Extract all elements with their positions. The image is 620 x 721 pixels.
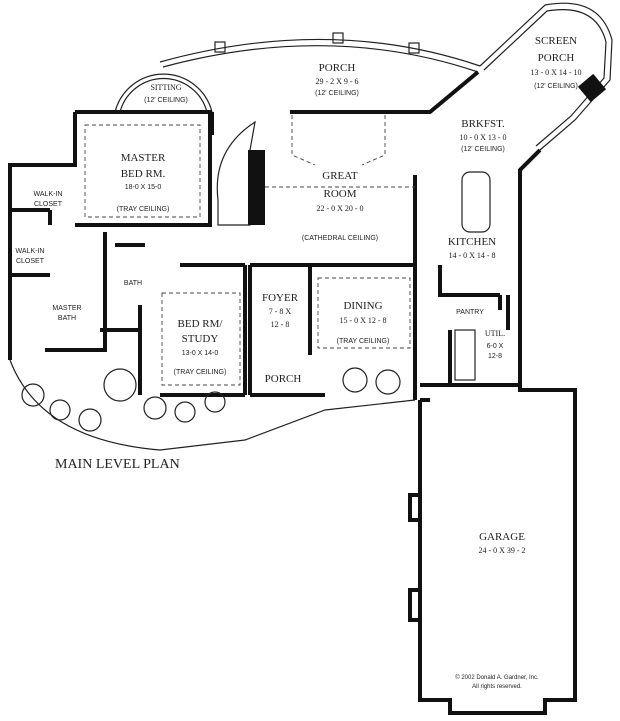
study-tray-outline: [161, 292, 241, 386]
room-name: BRKFST.: [461, 118, 505, 130]
room-note: (TRAY CEILING): [117, 206, 170, 213]
room-name: KITCHEN: [448, 236, 496, 248]
room-name: BATH: [58, 315, 76, 322]
room-screen-porch: SCREEN PORCH 13 - 0 X 14 - 10 (12' CEILI…: [530, 35, 581, 90]
room-name: ROOM: [323, 188, 356, 200]
room-util: UTIL. 6-0 X 12-8: [485, 329, 505, 360]
room-dims: 12 - 8: [271, 320, 290, 329]
room-brkfst: BRKFST. 10 - 0 X 13 - 0 (12' CEILING): [459, 118, 506, 153]
porch-column: [214, 41, 226, 53]
porch-arc: [159, 38, 481, 67]
room-kitchen: KITCHEN 14 - 0 X 14 - 8: [448, 236, 496, 260]
room-front-porch: PORCH: [265, 373, 302, 385]
great-room-ceiling: [265, 115, 415, 188]
room-name: GREAT: [322, 170, 358, 182]
room-bed-study: BED RM/ STUDY 13-0 X 14-0 (TRAY CEILING): [174, 318, 227, 376]
room-name: SCREEN: [535, 35, 577, 47]
room-walk-in-closet-1: WALK-IN CLOSET: [34, 191, 63, 208]
main-outer-walls: [8, 70, 577, 715]
room-dims: 13-0 X 14-0: [182, 350, 219, 357]
room-note: (TRAY CEILING): [174, 369, 227, 376]
sitting-arc: [114, 73, 213, 113]
porch-column: [408, 42, 420, 54]
room-dims: 14 - 0 X 14 - 8: [448, 251, 495, 260]
shrubs: [21, 367, 401, 432]
room-name: MASTER: [52, 305, 81, 312]
core-walls: [248, 175, 520, 400]
room-note: (12' CEILING): [461, 146, 505, 153]
room-dims: 15 - 0 X 12 - 8: [339, 316, 386, 325]
room-dims: 24 - 0 X 39 - 2: [478, 546, 525, 555]
room-name: BED RM.: [121, 168, 166, 180]
plan-title: MAIN LEVEL PLAN: [55, 457, 180, 472]
room-dims: 22 - 0 X 20 - 0: [316, 204, 363, 213]
room-name: FOYER: [262, 292, 299, 304]
room-name: BED RM/: [178, 318, 224, 330]
screen-porch-outline: [479, 2, 613, 151]
dining-tray-outline: [317, 277, 411, 349]
room-name: SITTING: [150, 83, 181, 92]
room-walk-in-closet-2: WALK-IN CLOSET: [16, 248, 45, 265]
room-porch: PORCH 29 - 2 X 9 - 6 (12' CEILING): [315, 62, 359, 97]
porch-arc-inner: [162, 45, 479, 73]
room-garage: GARAGE 24 - 0 X 39 - 2: [478, 531, 525, 555]
curved-stair: [216, 120, 256, 226]
room-name: PORCH: [538, 52, 575, 64]
room-dims: 10 - 0 X 13 - 0: [459, 133, 506, 142]
room-note: (CATHEDRAL CEILING): [302, 235, 378, 242]
master-tray-outline: [84, 124, 201, 218]
room-name: GARAGE: [479, 531, 525, 543]
room-dims: 29 - 2 X 9 - 6: [315, 77, 358, 86]
fireplace: [248, 150, 265, 225]
bedroom-walls: [10, 112, 247, 397]
room-pantry: PANTRY: [456, 309, 484, 316]
room-dims: 7 - 8 X: [269, 307, 292, 316]
room-name: DINING: [343, 300, 382, 312]
room-name: WALK-IN: [34, 191, 63, 198]
sitting-arc-inner: [119, 77, 208, 113]
room-dims: 13 - 0 X 14 - 10: [530, 68, 581, 77]
room-name: STUDY: [182, 333, 219, 345]
room-note: (12' CEILING): [315, 90, 359, 97]
room-dims: 18-0 X 15-0: [125, 184, 162, 191]
screen-porch-fireplace: [577, 73, 607, 103]
util-stair: [454, 329, 476, 381]
room-dims: 12-8: [488, 353, 502, 360]
screen-porch-outline-inner: [483, 9, 607, 147]
copyright-line2: All rights reserved.: [472, 684, 522, 690]
room-name: UTIL.: [485, 329, 505, 338]
porch-column: [332, 32, 344, 44]
kitchen-island: [461, 171, 491, 233]
room-foyer: FOYER 7 - 8 X 12 - 8: [262, 292, 299, 329]
room-master-bath: MASTER BATH: [52, 305, 81, 322]
room-great-room: GREAT ROOM 22 - 0 X 20 - 0 (CATHEDRAL CE…: [302, 170, 378, 242]
room-name: CLOSET: [34, 201, 63, 208]
room-name: PORCH: [319, 62, 356, 74]
garage-wall-notches: [408, 398, 430, 622]
room-note: (TRAY CEILING): [337, 338, 390, 345]
copyright-line1: © 2002 Donald A. Gardner, Inc.: [455, 674, 539, 681]
room-dining: DINING 15 - 0 X 12 - 8 (TRAY CEILING): [337, 300, 390, 345]
front-walk: [9, 359, 416, 451]
room-sitting: SITTING (12' CEILING): [144, 83, 188, 104]
room-dims: 6-0 X: [487, 343, 504, 350]
room-note: (12' CEILING): [534, 83, 578, 90]
room-bath: BATH: [124, 280, 142, 287]
room-name: WALK-IN: [16, 248, 45, 255]
room-name: MASTER: [121, 152, 166, 164]
room-note: (12' CEILING): [144, 97, 188, 104]
room-name: CLOSET: [16, 258, 45, 265]
room-master-bed: MASTER BED RM. 18-0 X 15-0 (TRAY CEILING…: [117, 152, 170, 213]
